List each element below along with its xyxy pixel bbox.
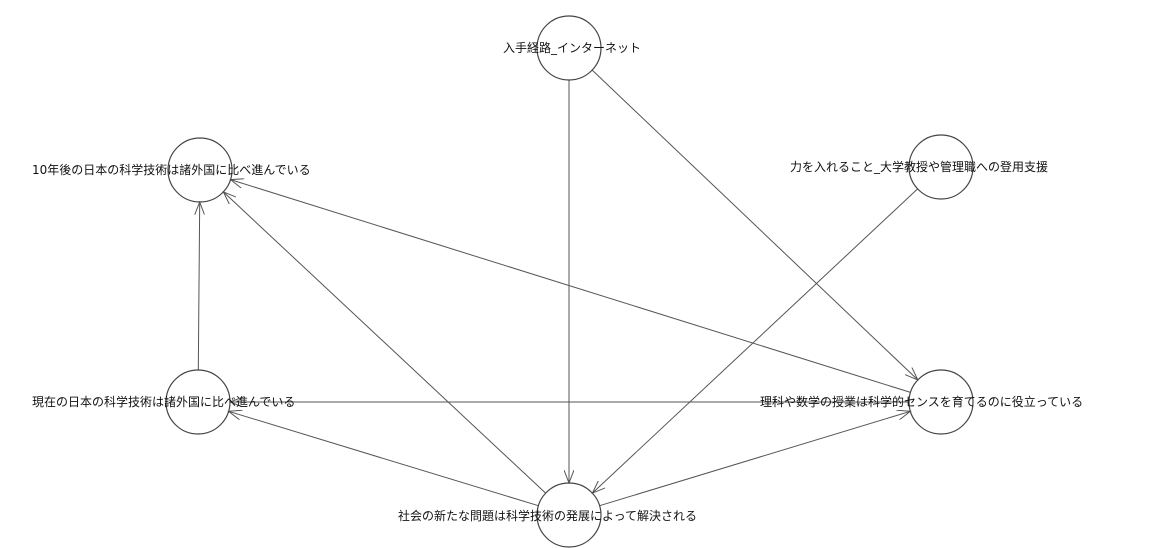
edges-layer: [198, 69, 918, 507]
nodes-layer: 入手経路_インターネット 10年後の日本の科学技術は諸外国に比べ進んでいる 力を入れ…: [32, 15, 1083, 548]
node-label: 現在の日本の科学技術は諸外国に比べ進んでいる: [32, 394, 295, 409]
node-label: 10年後の日本の科学技術は諸外国に比べ進んでいる: [32, 162, 311, 177]
node-circle: [536, 15, 602, 81]
node-internet: 入手経路_インターネット: [503, 15, 641, 81]
node-label: 入手経路_インターネット: [503, 40, 641, 55]
edge-support-to-social: [592, 188, 918, 493]
node-circle: [536, 482, 602, 548]
node-support: 力を入れること_大学教授や管理職への登用支援: [790, 134, 1048, 200]
edge-social-to-current: [229, 411, 539, 507]
node-future10: 10年後の日本の科学技術は諸外国に比べ進んでいる: [32, 137, 311, 203]
edge-internet-to-science_class: [591, 69, 918, 380]
node-circle: [908, 134, 974, 200]
node-circle: [908, 369, 974, 435]
node-label: 理科や数学の授業は科学的センスを育てるのに役立っている: [760, 394, 1083, 409]
node-science_class: 理科や数学の授業は科学的センスを育てるのに役立っている: [760, 369, 1083, 435]
node-current: 現在の日本の科学技術は諸外国に比べ進んでいる: [32, 369, 295, 435]
edge-social-to-future10: [223, 192, 546, 494]
edge-science_class-to-future10: [231, 180, 911, 393]
edge-social-to-science_class: [599, 411, 911, 507]
node-social: 社会の新たな問題は科学技術の発展によって解決される: [398, 482, 697, 548]
node-label: 力を入れること_大学教授や管理職への登用支援: [790, 159, 1048, 174]
edge-current-to-future10: [198, 202, 199, 371]
node-circle: [165, 369, 231, 435]
node-label: 社会の新たな問題は科学技術の発展によって解決される: [398, 508, 697, 523]
node-circle: [167, 137, 233, 203]
